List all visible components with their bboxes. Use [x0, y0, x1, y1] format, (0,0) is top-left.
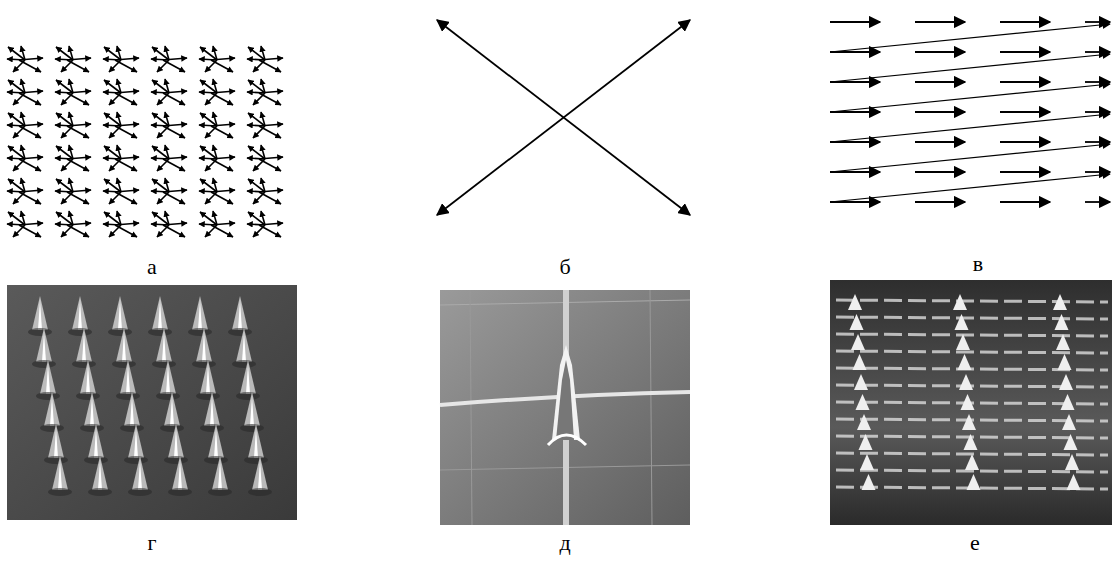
crossed-arrows — [437, 20, 690, 215]
photo-single-pin — [440, 290, 690, 525]
arrow-grid — [7, 46, 283, 237]
panel-letter: е — [970, 532, 980, 554]
panel-letter: а — [147, 256, 157, 278]
panel-letter: д — [559, 532, 570, 554]
panel-letter: б — [559, 256, 570, 278]
raster-arrows — [830, 22, 1110, 202]
panel-letter: г — [147, 532, 156, 554]
panel-letter: в — [973, 253, 983, 275]
photo-ridges — [830, 280, 1112, 525]
photo-spikes — [7, 285, 297, 520]
